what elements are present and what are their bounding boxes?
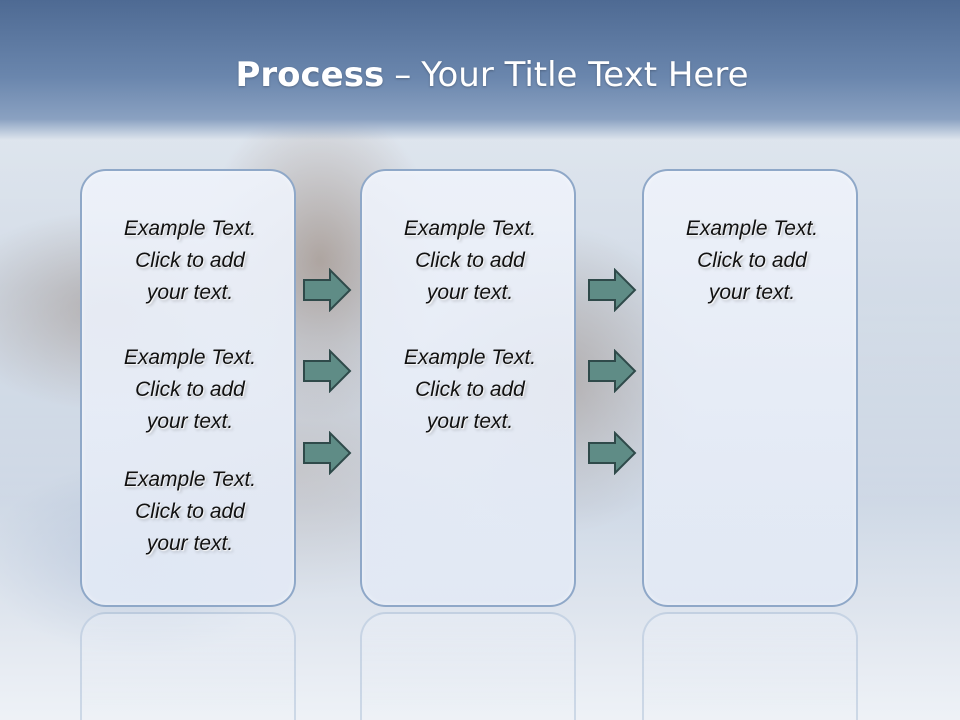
process-box-1-reflection <box>80 612 296 720</box>
right-arrow-icon <box>303 431 352 475</box>
box-2-text-2[interactable]: Example Text. Click to add your text. <box>403 346 537 433</box>
right-arrow-icon <box>303 268 352 312</box>
box-1-text-2[interactable]: Example Text. Click to add your text. <box>123 346 257 433</box>
title-bar: Process–Your Title Text Here <box>0 0 960 140</box>
right-arrow-icon <box>588 431 637 475</box>
title-separator: – <box>394 55 412 95</box>
title-text: Your Title Text Here <box>421 55 749 95</box>
process-box-1[interactable]: Example Text. Click to add your text. Ex… <box>80 169 296 607</box>
box-1-text-1[interactable]: Example Text. Click to add your text. <box>123 217 257 304</box>
title-bold: Process <box>235 55 385 95</box>
process-box-2[interactable]: Example Text. Click to add your text. Ex… <box>360 169 576 607</box>
process-box-3-reflection <box>642 612 858 720</box>
box-3-text-1[interactable]: Example Text. Click to add your text. <box>685 217 819 304</box>
right-arrow-icon <box>303 349 352 393</box>
process-box-3[interactable]: Example Text. Click to add your text. <box>642 169 858 607</box>
box-2-text-1[interactable]: Example Text. Click to add your text. <box>403 217 537 304</box>
process-box-2-reflection <box>360 612 576 720</box>
right-arrow-icon <box>588 268 637 312</box>
box-1-text-3[interactable]: Example Text. Click to add your text. <box>123 468 257 555</box>
right-arrow-icon <box>588 349 637 393</box>
slide-title[interactable]: Process–Your Title Text Here <box>0 52 960 98</box>
